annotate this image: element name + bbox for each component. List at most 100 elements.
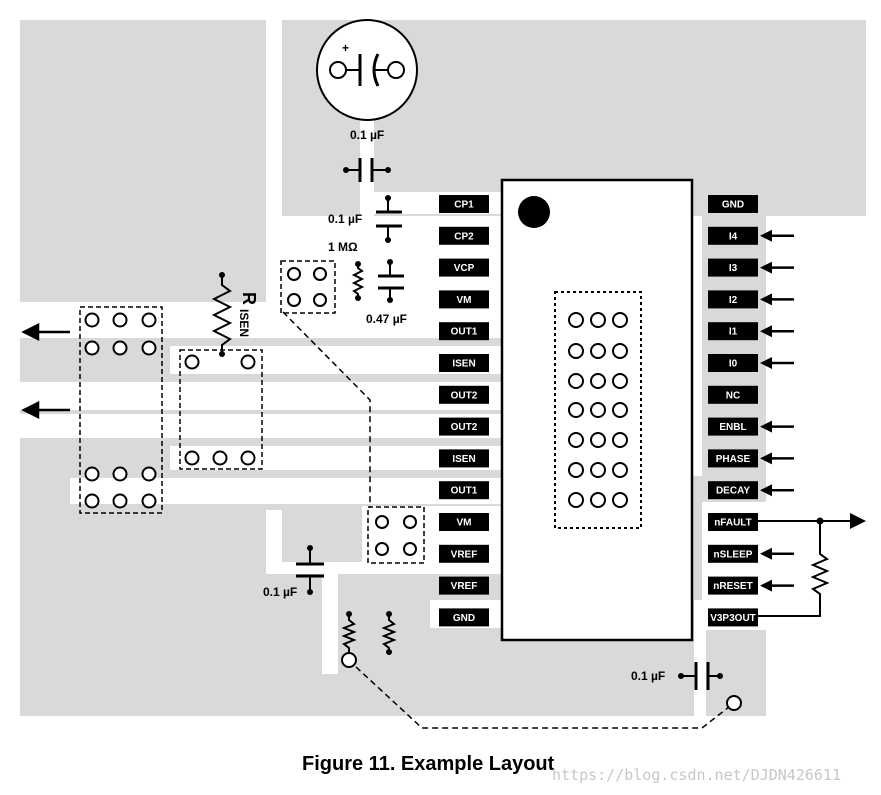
via [84, 466, 100, 482]
via [141, 312, 157, 328]
via [84, 312, 100, 328]
via [287, 267, 301, 281]
via [313, 267, 327, 281]
pin-label: OUT2 [451, 422, 478, 433]
pin-label-bg [439, 576, 489, 595]
via [612, 343, 628, 359]
resistor-1m-body [351, 264, 365, 298]
capacitor-047-value: 0.47 µF [366, 312, 407, 326]
pin-label: ISEN [452, 454, 475, 465]
right-pin-i2: I2 [708, 290, 758, 309]
arrow-right-icon [850, 513, 866, 529]
via [568, 402, 584, 418]
via [240, 450, 256, 466]
via [184, 450, 200, 466]
vm-dashed-link [282, 311, 371, 508]
left-pin-vref: VREF [439, 576, 489, 595]
pin-label: ISEN [452, 359, 475, 370]
left-pin-isen: ISEN [439, 449, 489, 468]
pin-label: VREF [451, 581, 478, 592]
left-pin-vm: VM [439, 290, 489, 309]
pin-label-bg [708, 481, 758, 500]
left-pin-out1: OUT1 [439, 481, 489, 500]
trace-vertical-left [266, 20, 282, 302]
nfault-output [758, 513, 866, 617]
right-pin-gnd: GND [708, 195, 758, 213]
pin-label: VM [457, 518, 472, 529]
capacitor-cp-value: 0.1 µF [328, 212, 362, 226]
pin-label-bg [708, 576, 758, 595]
pin-label-bg [439, 385, 489, 404]
pin-label: CP1 [454, 200, 474, 211]
pin-label: I3 [729, 263, 738, 274]
via [112, 340, 128, 356]
via [212, 450, 228, 466]
thermal-pad-outline [554, 291, 642, 529]
trace-vref-horizontal [266, 562, 502, 574]
pin-label-bg [708, 354, 758, 372]
trace-out1-b [70, 478, 502, 504]
pin-label-bg [708, 385, 758, 404]
pin-label-bg [439, 322, 489, 341]
arrow-left-icon [21, 322, 40, 342]
via [141, 340, 157, 356]
right-pin-nreset: nRESET [708, 576, 758, 595]
capacitor-vref-value: 0.1 µF [263, 585, 297, 599]
via [590, 373, 606, 389]
via-cluster-vm-bottom-outline [367, 506, 425, 564]
right-pin-nc: NC [708, 385, 758, 404]
capacitor-top-via-left [343, 167, 349, 173]
pin-label-bg [439, 226, 489, 245]
right-pin-i3: I3 [708, 258, 758, 277]
pin-label-bg [708, 258, 758, 277]
via [590, 432, 606, 448]
capacitor-v3p3-via-right [717, 673, 723, 679]
pin-label: I2 [729, 295, 738, 306]
v3p3-test-point [726, 695, 742, 711]
via [313, 293, 327, 307]
electrolytic-plus-sign: + [342, 41, 349, 55]
left-pin-out2: OUT2 [439, 417, 489, 436]
arrow-left-icon [760, 357, 772, 369]
capacitor-cp: 0.1 µF [328, 195, 402, 243]
pin-label: OUT2 [451, 390, 478, 401]
via-cluster-outputs-outline [79, 306, 163, 514]
via [568, 312, 584, 328]
output-arrows [21, 322, 70, 420]
via [612, 402, 628, 418]
vref-divider-test-point [341, 652, 357, 668]
trace-vref-down [322, 574, 338, 674]
via [84, 340, 100, 356]
ic-package [500, 178, 694, 642]
pin-label-bg [708, 417, 758, 436]
pin-label-bg [439, 481, 489, 500]
right-pin-i0: I0 [708, 354, 758, 372]
pin-label: VREF [451, 549, 478, 560]
via-cluster-vm-bottom [367, 506, 425, 564]
via [612, 373, 628, 389]
right-pin-v3p3out: V3P3OUT [708, 608, 758, 627]
pin-label: I4 [729, 231, 738, 242]
pin-label-bg [439, 513, 489, 531]
via [568, 492, 584, 508]
pin-label: V3P3OUT [710, 613, 756, 624]
arrow-left-icon [760, 293, 772, 306]
arrow-left-icon [760, 261, 772, 274]
via [590, 492, 606, 508]
resistor-1m-value: 1 MΩ [328, 240, 358, 254]
pin-label-bg [439, 417, 489, 436]
pin-label-bg [439, 544, 489, 563]
figure-caption: Figure 11. Example Layout [302, 753, 555, 775]
right-pin-i4: I4 [708, 226, 758, 245]
capacitor-v3p3: 0.1 µF [631, 662, 742, 711]
via [568, 343, 584, 359]
electrolytic-capacitor-body [316, 19, 418, 121]
arrow-left-icon [760, 325, 772, 338]
capacitor-v3p3-value: 0.1 µF [631, 669, 665, 683]
via [112, 493, 128, 509]
trace-out2-b [20, 414, 502, 438]
resistor-1m: 1 MΩ [328, 240, 365, 301]
gnd-dashed-link [355, 666, 735, 729]
pin1-marker-icon [518, 196, 550, 228]
pin-label: CP2 [454, 231, 474, 242]
